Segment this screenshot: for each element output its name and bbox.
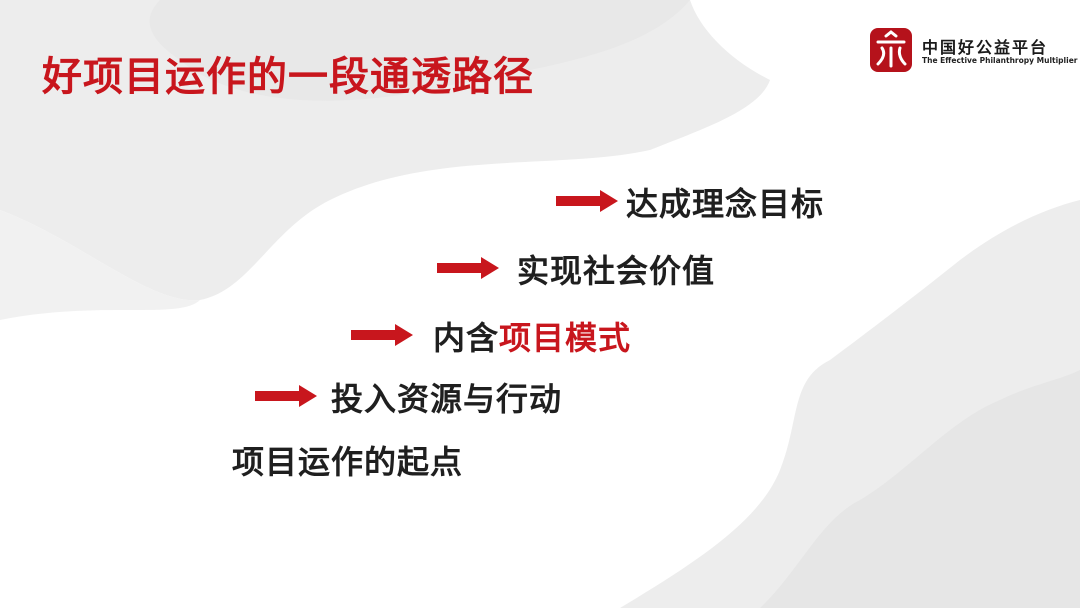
logo: 中国好公益平台 The Effective Philanthropy Multi…: [868, 26, 1077, 78]
step-4-text: 投入资源与行动: [331, 380, 563, 418]
origin-text: 项目运作的起点: [232, 443, 464, 481]
slide-title: 好项目运作的一段通透路径: [42, 54, 534, 100]
right-arrow-icon: [556, 190, 618, 212]
logo-name-cn: 中国好公益平台: [922, 38, 1049, 57]
step-1-text: 达成理念目标: [626, 185, 825, 223]
step-3-text-plain: 内含: [433, 319, 500, 357]
logo-name-en: The Effective Philanthropy Multiplier: [922, 56, 1078, 65]
step-3-text-highlight: 项目模式: [499, 319, 632, 357]
step-2: 实现社会价值: [437, 244, 757, 292]
step-1: 达成理念目标: [556, 177, 856, 225]
right-arrow-icon: [351, 324, 413, 346]
step-2-text: 实现社会价值: [517, 252, 716, 290]
right-arrow-icon: [437, 257, 499, 279]
logo-seal-icon: [870, 28, 912, 72]
step-4: 投入资源与行动: [255, 372, 615, 420]
right-arrow-icon: [255, 385, 317, 407]
step-3: 内含项目模式: [351, 311, 671, 359]
step-3-text: 内含项目模式: [433, 313, 631, 359]
